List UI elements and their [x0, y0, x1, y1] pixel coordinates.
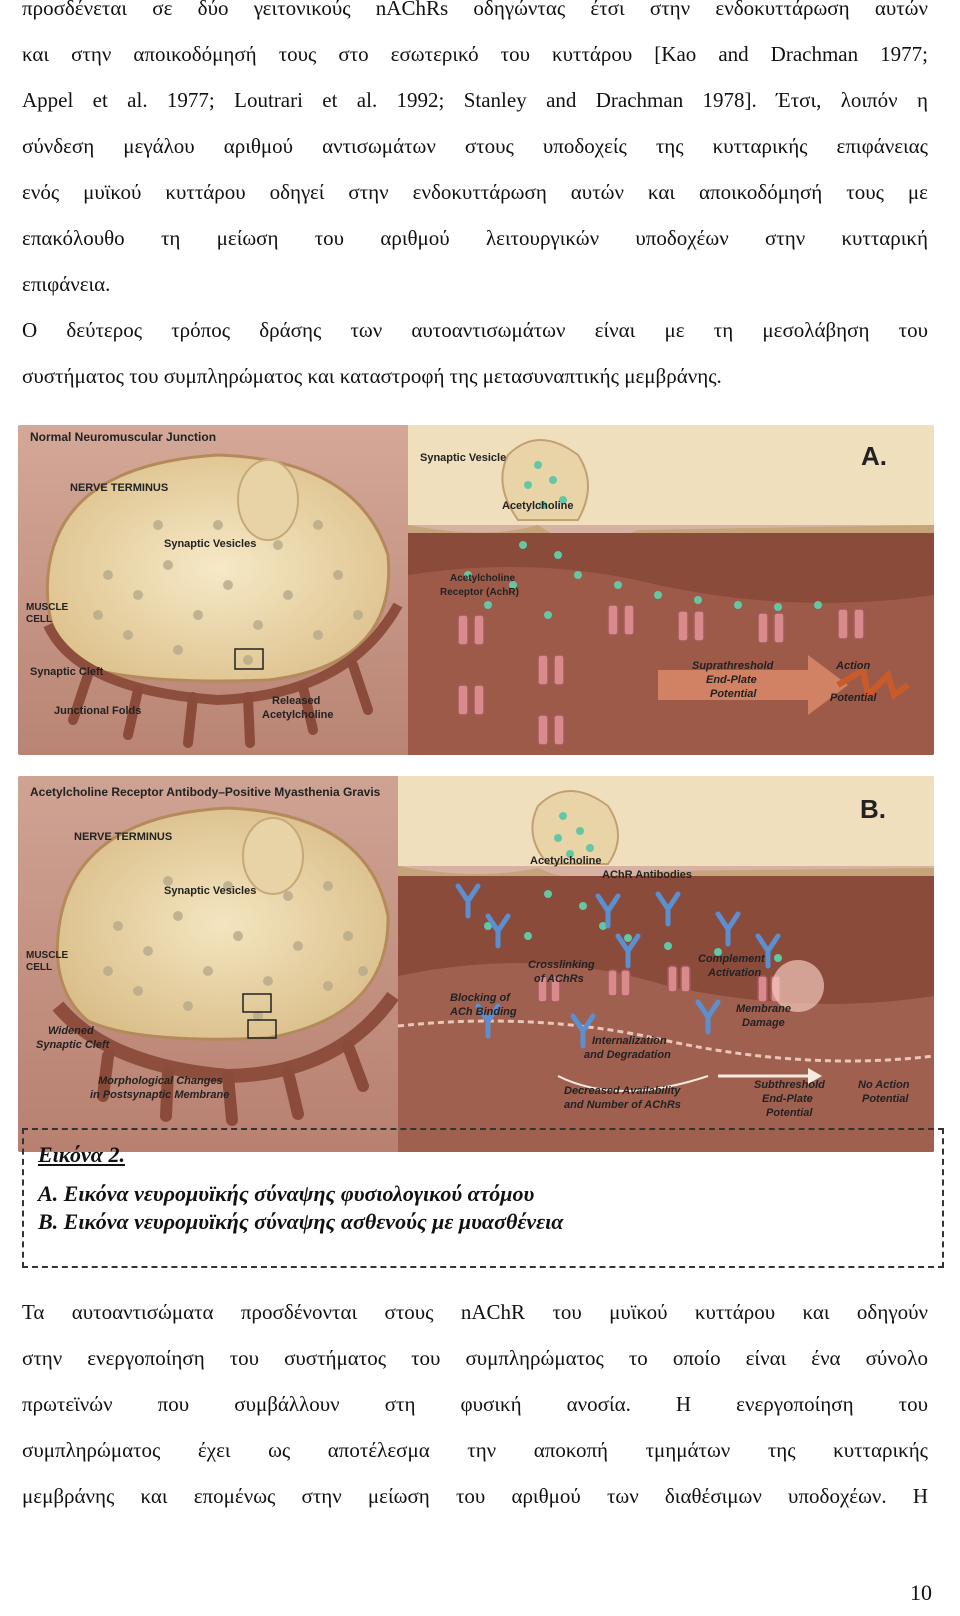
text-line: πρωτεϊνών που συμβάλλουν στη φυσική ανοσ… [22, 1392, 928, 1416]
label-subthreshold: Subthreshold [754, 1079, 825, 1091]
caption-title: Εικόνα 2. [38, 1142, 125, 1167]
label-of-achrs: of AChRs [534, 973, 584, 985]
label-potential-b: Potential [766, 1107, 813, 1119]
label-internalization: Internalization [592, 1035, 667, 1047]
label-action: Action [835, 660, 871, 672]
label-decreased: Decreased Availability [564, 1085, 681, 1097]
text-line: επακόλουθο τη μείωση του αριθμού λειτουρ… [22, 226, 928, 250]
label-end-plate-b: End-Plate [762, 1093, 813, 1105]
top-paragraph: προσδένεται σε δύο γειτονικούς nAChRs οδ… [22, 0, 928, 314]
label-no-action-potential: Potential [862, 1093, 909, 1105]
figure-a-letter: A. [861, 441, 887, 471]
figure-a: Normal Neuromuscular Junction NERVE TERM… [18, 425, 934, 755]
label-achr-antibodies: AChR Antibodies [602, 869, 692, 881]
label-ach-binding: ACh Binding [449, 1006, 517, 1018]
label-junctional-folds: Junctional Folds [54, 705, 141, 717]
label-complement: Complement [698, 953, 766, 965]
text-line: Appel et al. 1977; Loutrari et al. 1992;… [22, 88, 928, 112]
text-line: μεμβράνης και επομένως στην μείωση του α… [22, 1484, 928, 1508]
second-paragraph: Ο δεύτερος τρόπος δράσης των αυτοαντισωμ… [22, 314, 928, 406]
text-line: ενός μυϊκού κυττάρου οδηγεί στην ενδοκυτ… [22, 180, 928, 204]
label-receptor-1: Acetylcholine [450, 573, 515, 584]
text-line: Ο δεύτερος τρόπος δράσης των αυτοαντισωμ… [22, 318, 928, 342]
figure-caption: Εικόνα 2. Α. Εικόνα νευρομυϊκής σύναψης … [22, 1128, 944, 1268]
figure-b-title: Acetylcholine Receptor Antibody–Positive… [30, 785, 381, 799]
label-end-plate: End-Plate [706, 674, 757, 686]
figure-a-title: Normal Neuromuscular Junction [30, 430, 216, 444]
bottom-paragraph: Τα αυτοαντισώματα προσδένονται στους nAC… [22, 1296, 928, 1526]
label-synaptic-vesicles-b: Synaptic Vesicles [164, 885, 256, 897]
label-action-potential: Potential [830, 692, 877, 704]
caption-line-a: Α. Εικόνα νευρομυϊκής σύναψης φυσιολογικ… [38, 1181, 535, 1206]
label-widened-cleft: Synaptic Cleft [36, 1039, 111, 1051]
label-widened: Widened [48, 1025, 94, 1037]
label-muscle: MUSCLE [26, 602, 69, 613]
text-line: και στην αποικοδόμησή τους στο εσωτερικό… [22, 42, 928, 66]
text-line: στην ενεργοποίηση του συστήματος του συμ… [22, 1346, 928, 1370]
label-no-action: No Action [858, 1079, 910, 1091]
label-blocking: Blocking of [450, 992, 511, 1004]
text-line: συστήματος του συμπληρώματος και καταστρ… [22, 364, 722, 388]
page-number: 10 [910, 1580, 932, 1605]
label-receptor-2: Receptor (AchR) [440, 587, 519, 598]
label-cell: CELL [26, 614, 52, 625]
text-line: Τα αυτοαντισώματα προσδένονται στους nAC… [22, 1300, 928, 1324]
figure-b: Acetylcholine Receptor Antibody–Positive… [18, 776, 934, 1152]
label-released: Released [272, 695, 320, 707]
label-suprathreshold: Suprathreshold [692, 660, 774, 672]
label-morph-1: Morphological Changes [98, 1075, 223, 1087]
label-morph-2: in Postsynaptic Membrane [90, 1089, 229, 1101]
label-acetylcholine: Acetylcholine [262, 709, 334, 721]
label-number-achrs: and Number of AChRs [564, 1099, 681, 1111]
text-line: σύνδεση μεγάλου αριθμού αντισωμάτων στου… [22, 134, 928, 158]
text-line: επιφάνεια. [22, 272, 111, 296]
label-synaptic-vesicles: Synaptic Vesicles [164, 538, 256, 550]
label-muscle-b: MUSCLE [26, 950, 69, 961]
label-degradation: and Degradation [584, 1049, 671, 1061]
label-acetylcholine-b: Acetylcholine [530, 855, 602, 867]
label-damage: Damage [742, 1017, 785, 1029]
figure-b-letter: B. [860, 794, 886, 824]
label-potential: Potential [710, 688, 757, 700]
label-crosslinking: Crosslinking [528, 959, 595, 971]
label-synaptic-cleft: Synaptic Cleft [30, 666, 104, 678]
label-nerve-terminus: NERVE TERMINUS [70, 482, 168, 494]
label-cell-b: CELL [26, 962, 52, 973]
label-nerve-terminus-b: NERVE TERMINUS [74, 831, 172, 843]
caption-line-b: Β. Εικόνα νευρομυϊκής σύναψης ασθενούς μ… [38, 1209, 564, 1234]
text-line: συμπληρώματος έχει ως αποτέλεσμα την απο… [22, 1438, 928, 1462]
label-synaptic-vesicle: Synaptic Vesicle [420, 452, 506, 464]
label-membrane: Membrane [736, 1003, 791, 1015]
label-activation: Activation [707, 967, 761, 979]
label-acetylcholine-top: Acetylcholine [502, 500, 574, 512]
text-line: προσδένεται σε δύο γειτονικούς nAChRs οδ… [22, 0, 928, 20]
